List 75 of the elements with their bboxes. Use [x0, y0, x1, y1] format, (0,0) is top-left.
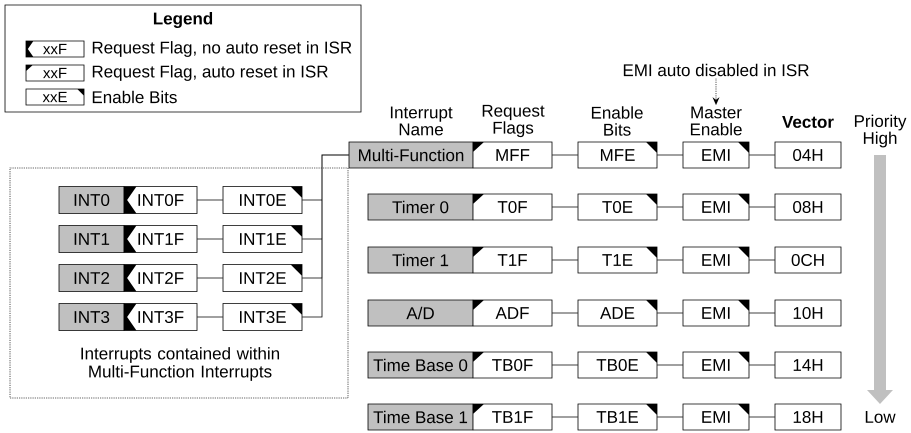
enable-bit-box: MFE [578, 142, 658, 168]
master-enable-box: EMI [682, 404, 750, 430]
legend-sample: xxE [26, 88, 84, 106]
priority-label: Low [866, 411, 896, 423]
interrupt-name-box: Multi-Function [348, 142, 474, 168]
connector-line [657, 416, 683, 418]
enable-bit-box: TB1E [578, 404, 658, 430]
interrupt-name-box: INT1 [58, 225, 124, 253]
master-enable-box: EMI [682, 194, 750, 220]
enable-bit-box: T0E [578, 194, 658, 220]
legend-title: Legend [154, 12, 212, 28]
vector-box: 18H [774, 404, 842, 430]
request-flag-box: MFF [472, 142, 552, 168]
connector-line [657, 154, 683, 156]
connector-line [657, 312, 683, 314]
interrupt-name-box: Time Base 0 [368, 352, 474, 378]
column-header: Vector [782, 116, 834, 128]
vector-box: 04H [774, 142, 842, 168]
connector-line [302, 154, 349, 318]
master-enable-box: EMI [682, 300, 750, 326]
request-flag-box: INT2F [124, 264, 198, 292]
vector-box: 08H [774, 194, 842, 220]
request-flag-box: INT3F [124, 303, 198, 331]
enable-bit-box: T1E [578, 246, 658, 274]
interrupt-name-box: Timer 0 [368, 194, 474, 220]
master-enable-box: EMI [682, 246, 750, 274]
connector-line [749, 154, 775, 156]
column-header: Master Enable [690, 106, 742, 136]
connector-line [197, 238, 223, 240]
interrupt-name-box: INT2 [58, 264, 124, 292]
vector-box: 0CH [774, 246, 842, 274]
enable-bit-box: INT2E [222, 264, 302, 292]
request-flag-box: T0F [472, 194, 552, 220]
enable-bit-box: TB0E [578, 352, 658, 378]
column-header: Interrupt Name [390, 106, 453, 136]
connector-line [749, 416, 775, 418]
connector-line [552, 154, 578, 156]
interrupt-name-box: A/D [368, 300, 474, 326]
vector-box: 14H [774, 352, 842, 378]
legend-text: Request Flag, auto reset in ISR [92, 65, 328, 81]
interrupt-name-box: Time Base 1 [368, 404, 474, 430]
enable-bit-box: INT0E [222, 186, 302, 214]
request-flag-box: ADF [472, 300, 552, 326]
column-header: Request Flags [482, 104, 545, 138]
connector-line [552, 416, 578, 418]
vector-box: 10H [774, 300, 842, 326]
connector-line [657, 364, 683, 366]
request-flag-box: INT0F [124, 186, 198, 214]
request-flag-box: INT1F [124, 225, 198, 253]
legend-sample: xxF [26, 64, 84, 82]
connector-line [657, 206, 683, 208]
interrupt-name-box: INT3 [58, 303, 124, 331]
request-flag-box: TB0F [472, 352, 552, 378]
enable-bit-box: ADE [578, 300, 658, 326]
master-enable-box: EMI [682, 352, 750, 378]
connector-line [197, 316, 223, 318]
legend-text: Request Flag, no auto reset in ISR [92, 41, 352, 57]
column-header: Priority High [854, 114, 906, 148]
connector-line [552, 312, 578, 314]
legend-text: Enable Bits [92, 90, 177, 104]
interrupt-name-box: Timer 1 [368, 246, 474, 274]
enable-bit-box: INT3E [222, 303, 302, 331]
request-flag-box: T1F [472, 246, 552, 274]
connector-line [749, 206, 775, 208]
request-flag-box: TB1F [472, 404, 552, 430]
connector-line [552, 364, 578, 366]
interrupt-name-box: INT0 [58, 186, 124, 214]
enable-bit-box: INT1E [222, 225, 302, 253]
connector-line [552, 206, 578, 208]
legend-sample: xxF [26, 40, 84, 58]
connector-line [749, 312, 775, 314]
master-enable-box: EMI [682, 142, 750, 168]
connector-line [749, 364, 775, 366]
column-header: Enable Bits [592, 106, 643, 136]
note-text: EMI auto disabled in ISR [624, 64, 809, 76]
